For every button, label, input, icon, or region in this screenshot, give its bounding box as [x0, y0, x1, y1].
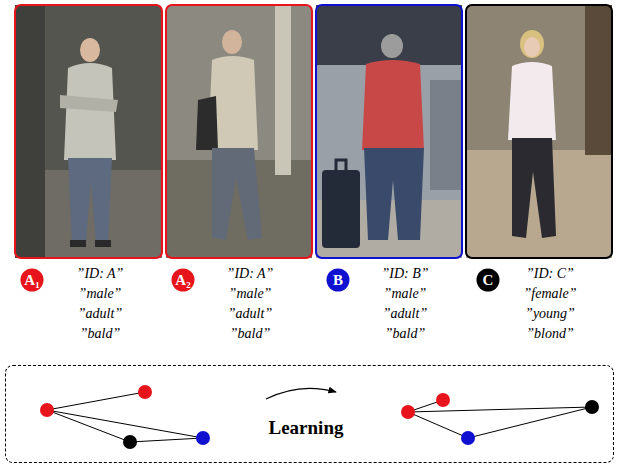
jacket	[64, 63, 116, 160]
id-badge: B	[326, 268, 350, 292]
badge-label: B	[333, 273, 343, 288]
graph-line	[468, 407, 592, 438]
photo-background	[166, 5, 312, 258]
shoe	[95, 240, 111, 247]
bag	[196, 96, 218, 150]
background-person	[585, 5, 612, 155]
attribute-label: ”adult”	[359, 306, 451, 323]
embedding-dot	[401, 405, 415, 419]
head	[381, 34, 403, 58]
graph-line	[47, 410, 203, 438]
attribute-label: ”young”	[504, 306, 596, 323]
panel-border	[316, 5, 462, 258]
id-badge: A₂	[171, 268, 195, 292]
badge-circle	[172, 269, 195, 292]
attribute-label: ”male”	[204, 286, 296, 303]
embedding-dot	[40, 403, 54, 417]
photo-panel	[466, 5, 612, 258]
embedding-dot	[436, 393, 450, 407]
folded-arms	[60, 95, 118, 112]
id-badge: C	[476, 268, 500, 292]
graph-line	[47, 392, 145, 410]
badge-circle	[477, 269, 500, 292]
graph-line	[408, 407, 592, 412]
attribute-label: ”ID: C”	[504, 266, 596, 283]
jeans	[68, 158, 112, 242]
embedding-dot	[196, 431, 210, 445]
learning-arrow	[266, 388, 336, 399]
trousers	[512, 138, 556, 238]
attribute-label: ”ID: A”	[204, 266, 296, 283]
graph-line	[408, 412, 468, 438]
panel-border	[466, 5, 612, 258]
background-crowd	[316, 5, 462, 65]
attribute-label: ”adult”	[54, 306, 146, 323]
suitcase	[322, 170, 360, 248]
trousers	[212, 148, 262, 240]
badge-label: A₁	[24, 273, 39, 288]
panel-border	[166, 5, 312, 258]
id-badge: A₁	[20, 268, 44, 292]
graph-line	[47, 410, 130, 442]
head	[222, 30, 242, 54]
embedding-graph	[40, 385, 210, 449]
photo-panel	[15, 5, 162, 258]
panel-border	[15, 5, 162, 258]
embedding-dot	[138, 385, 152, 399]
head	[80, 38, 100, 62]
photo-background	[466, 5, 612, 258]
attribute-label: ”male”	[359, 286, 451, 303]
red-shirt	[362, 60, 424, 150]
attribute-label: ”bald”	[54, 326, 146, 343]
ticket-gate	[430, 80, 462, 190]
face	[524, 37, 540, 57]
embedding-dot	[123, 435, 137, 449]
badge-label: A₂	[175, 273, 190, 288]
badge-circle	[327, 269, 350, 292]
blond-hair	[520, 30, 544, 58]
suitcase-handle	[336, 160, 346, 172]
embedding-dot	[585, 400, 599, 414]
attribute-label: ”ID: B”	[359, 266, 451, 283]
jeans	[364, 148, 424, 240]
attribute-label: ”male”	[54, 286, 146, 303]
photo-background	[316, 5, 462, 258]
pillar	[275, 5, 291, 175]
graph-line	[130, 438, 203, 442]
badge-label: C	[483, 273, 494, 288]
frame-label: Learning	[269, 418, 344, 439]
shadow	[15, 5, 45, 258]
attribute-label: ”bald”	[359, 326, 451, 343]
attribute-label: ”female”	[504, 286, 596, 303]
attribute-label: ”blond”	[504, 326, 596, 343]
shoe	[70, 240, 86, 247]
dashed-frame: Learning	[5, 365, 614, 463]
attribute-label: ”ID: A”	[54, 266, 146, 283]
attribute-label: ”bald”	[204, 326, 296, 343]
pink-jacket	[508, 62, 556, 140]
badge-circle	[21, 269, 44, 292]
photo-background	[15, 5, 162, 258]
photo-panel	[166, 5, 312, 258]
embedding-dot	[461, 431, 475, 445]
embedding-graph	[401, 393, 599, 445]
photo-panel	[316, 5, 462, 258]
attribute-label: ”adult”	[204, 306, 296, 323]
